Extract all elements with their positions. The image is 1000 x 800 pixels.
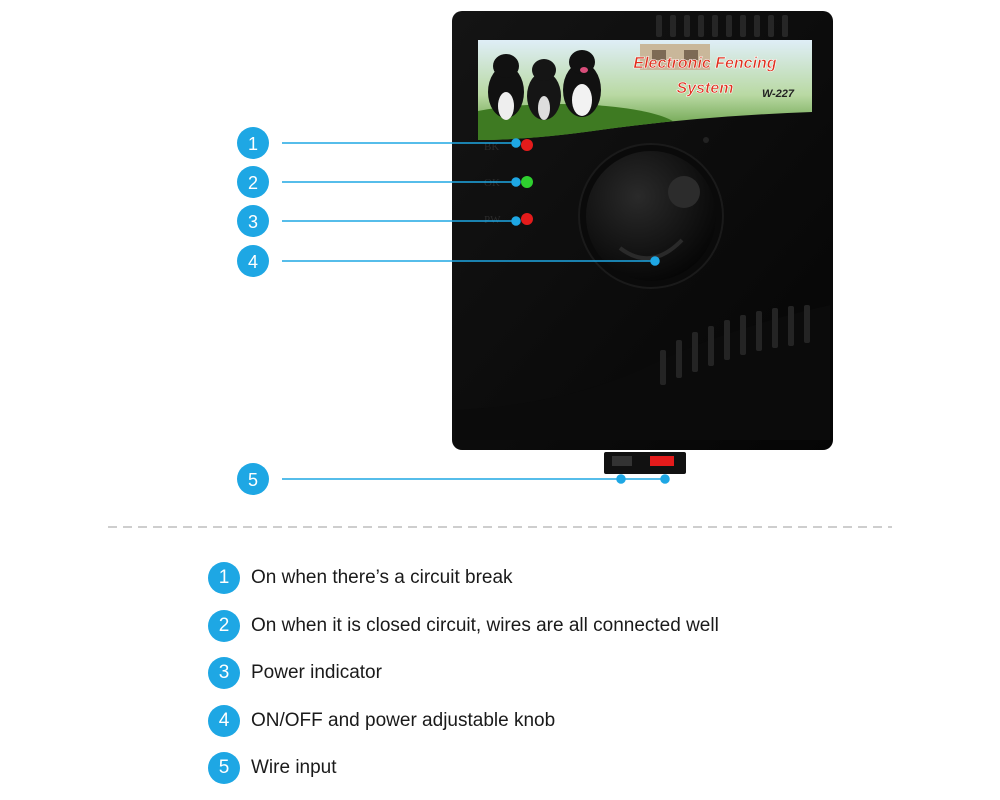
fence-controller-device: Electronic Fencing System W-227 BK OK PW [452, 11, 833, 474]
legend-item: 4 ON/OFF and power adjustable knob [208, 704, 908, 753]
legend-text: On when there’s a circuit break [251, 567, 513, 588]
led-power [521, 213, 533, 225]
legend-number-badge: 1 [208, 562, 240, 594]
legend-number-badge: 3 [208, 657, 240, 689]
legend-text: Wire input [251, 757, 337, 778]
puppies-image [488, 50, 601, 120]
legend-text: Power indicator [251, 662, 382, 683]
legend-number-badge: 2 [208, 609, 240, 642]
led-label-pw: PW [484, 214, 501, 226]
callout-number: 3 [248, 212, 258, 232]
model-number: W-227 [762, 88, 795, 100]
product-diagram: Electronic Fencing System W-227 BK OK PW [108, 11, 892, 528]
callout-number: 1 [248, 134, 258, 154]
callout-badge-5: 5 [237, 463, 269, 495]
legend-number-badge: 4 [208, 704, 240, 737]
banner-title-line2: System [677, 80, 734, 97]
legend-item: 5 Wire input [208, 752, 908, 800]
lower-vent-panel [455, 305, 830, 440]
callout-badge-3: 3 [237, 205, 269, 237]
banner-title-line1: Electronic Fencing [633, 55, 776, 72]
top-vents [656, 15, 788, 37]
legend-item: 1 On when there’s a circuit break [208, 562, 908, 610]
callout-badge-1: 1 [237, 127, 269, 159]
led-label-ok: OK [484, 177, 500, 189]
led-label-bk: BK [484, 141, 499, 153]
callout-lines [282, 138, 670, 484]
legend-text: On when it is closed circuit, wires are … [251, 614, 719, 636]
callout-number: 2 [248, 173, 258, 193]
legend-item: 2 On when it is closed circuit, wires ar… [208, 609, 908, 658]
legend-text: ON/OFF and power adjustable knob [251, 709, 556, 731]
led-closed-circuit [521, 176, 533, 188]
legend-list: 1 On when there’s a circuit break 2 On w… [208, 562, 908, 800]
legend-number-badge: 5 [208, 752, 240, 784]
wire-input-terminals [604, 452, 686, 474]
callout-number: 5 [248, 470, 258, 490]
led-circuit-break [521, 139, 533, 151]
legend-item: 3 Power indicator [208, 657, 908, 705]
power-knob [578, 143, 724, 289]
callout-badge-2: 2 [237, 166, 269, 198]
callout-number: 4 [248, 252, 258, 272]
callout-badge-4: 4 [237, 245, 269, 277]
